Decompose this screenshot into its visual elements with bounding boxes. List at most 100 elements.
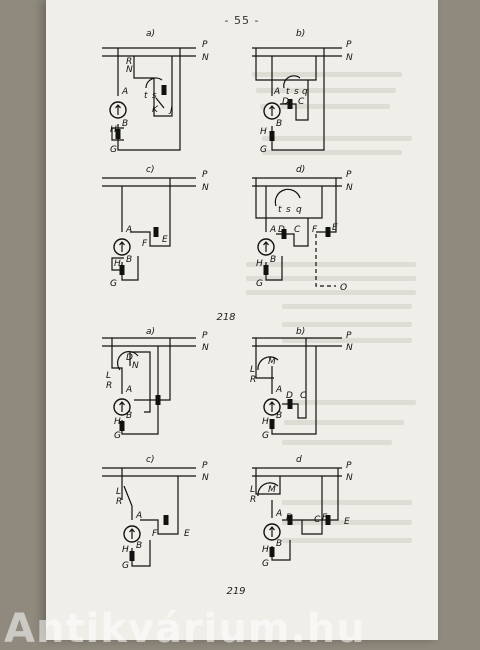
svg-text:L: L bbox=[250, 485, 255, 495]
svg-text:H: H bbox=[114, 417, 121, 427]
svg-text:A: A bbox=[121, 87, 128, 97]
svg-text:t: t bbox=[278, 205, 282, 215]
svg-text:C: C bbox=[314, 515, 321, 525]
svg-text:O: O bbox=[340, 283, 347, 293]
svg-text:A: A bbox=[269, 225, 276, 235]
svg-text:P: P bbox=[202, 461, 208, 471]
svg-text:D: D bbox=[278, 225, 285, 235]
svg-text:t: t bbox=[286, 87, 290, 97]
svg-text:F: F bbox=[142, 239, 148, 249]
svg-text:N: N bbox=[126, 65, 133, 75]
svg-text:F: F bbox=[312, 225, 318, 235]
svg-text:P: P bbox=[346, 170, 352, 180]
svg-text:E: E bbox=[184, 529, 190, 539]
svg-text:E: E bbox=[332, 223, 338, 233]
svg-text:H: H bbox=[260, 127, 267, 137]
svg-text:q: q bbox=[296, 205, 302, 215]
svg-text:P: P bbox=[202, 170, 208, 180]
page-number: - 55 - bbox=[224, 14, 260, 27]
svg-text:a): a) bbox=[146, 327, 155, 337]
svg-text:N: N bbox=[202, 343, 209, 353]
svg-text:P: P bbox=[346, 331, 352, 341]
svg-text:G: G bbox=[256, 279, 263, 289]
figure-caption-218: 218 bbox=[216, 312, 236, 323]
svg-text:A: A bbox=[125, 225, 132, 235]
svg-text:B: B bbox=[270, 255, 276, 265]
svg-text:M: M bbox=[268, 357, 276, 367]
svg-text:E: E bbox=[344, 517, 350, 527]
svg-text:s: s bbox=[286, 205, 291, 215]
svg-text:M: M bbox=[268, 485, 276, 495]
diagram-218-c bbox=[102, 177, 196, 281]
svg-text:N: N bbox=[202, 53, 209, 63]
svg-text:s: s bbox=[294, 87, 299, 97]
svg-text:L: L bbox=[250, 365, 255, 375]
svg-text:L: L bbox=[116, 487, 121, 497]
svg-text:B: B bbox=[126, 255, 132, 265]
svg-text:F: F bbox=[152, 529, 158, 539]
svg-text:c): c) bbox=[146, 165, 154, 175]
svg-text:B: B bbox=[276, 411, 282, 421]
svg-text:H: H bbox=[262, 545, 269, 555]
svg-text:E: E bbox=[162, 235, 168, 245]
svg-text:G: G bbox=[262, 559, 269, 569]
svg-text:A: A bbox=[135, 511, 142, 521]
svg-text:F: F bbox=[322, 513, 328, 523]
svg-text:H: H bbox=[122, 545, 129, 555]
svg-text:P: P bbox=[346, 40, 352, 50]
diagram-219-d bbox=[252, 467, 342, 561]
book-page: - 55 - bbox=[46, 0, 438, 640]
svg-text:q: q bbox=[302, 87, 308, 97]
svg-text:t: t bbox=[144, 91, 148, 101]
figure-caption-219: 219 bbox=[226, 586, 246, 597]
watermark: Antikvárium.hu bbox=[4, 606, 366, 650]
svg-text:R: R bbox=[250, 375, 256, 385]
svg-text:A: A bbox=[275, 385, 282, 395]
svg-text:B: B bbox=[122, 119, 128, 129]
svg-text:P: P bbox=[346, 461, 352, 471]
svg-text:H: H bbox=[256, 259, 263, 269]
diagram-218-a bbox=[102, 47, 196, 151]
svg-text:c): c) bbox=[146, 455, 154, 465]
svg-text:N: N bbox=[132, 361, 139, 371]
svg-text:N: N bbox=[346, 473, 353, 483]
svg-text:H: H bbox=[110, 125, 117, 135]
svg-text:s: s bbox=[152, 91, 157, 101]
svg-text:G: G bbox=[110, 279, 117, 289]
svg-text:B: B bbox=[126, 411, 132, 421]
svg-text:G: G bbox=[110, 145, 117, 155]
svg-text:P: P bbox=[202, 40, 208, 50]
svg-text:H: H bbox=[262, 417, 269, 427]
svg-text:N: N bbox=[346, 343, 353, 353]
svg-text:D: D bbox=[282, 97, 289, 107]
svg-text:C: C bbox=[298, 97, 305, 107]
svg-text:A: A bbox=[275, 509, 282, 519]
svg-text:H: H bbox=[114, 259, 121, 269]
svg-text:C: C bbox=[294, 225, 301, 235]
svg-text:D: D bbox=[286, 391, 293, 401]
svg-text:C: C bbox=[300, 391, 307, 401]
svg-text:G: G bbox=[262, 431, 269, 441]
resistor-symbols bbox=[115, 85, 331, 561]
svg-text:D: D bbox=[286, 513, 293, 523]
svg-text:b): b) bbox=[296, 29, 305, 39]
svg-text:a): a) bbox=[146, 29, 155, 39]
svg-text:D: D bbox=[126, 353, 133, 363]
svg-text:A: A bbox=[273, 87, 280, 97]
svg-text:R: R bbox=[106, 381, 112, 391]
svg-text:d: d bbox=[296, 455, 302, 465]
svg-text:L: L bbox=[106, 371, 111, 381]
svg-text:K: K bbox=[152, 105, 159, 115]
svg-text:B: B bbox=[136, 541, 142, 551]
svg-text:P: P bbox=[202, 331, 208, 341]
svg-text:N: N bbox=[346, 53, 353, 63]
svg-text:G: G bbox=[114, 431, 121, 441]
svg-text:B: B bbox=[276, 119, 282, 129]
diagram-219-c bbox=[102, 467, 196, 567]
svg-text:R: R bbox=[250, 495, 256, 505]
svg-text:G: G bbox=[260, 145, 267, 155]
svg-text:N: N bbox=[202, 183, 209, 193]
svg-text:b): b) bbox=[296, 327, 305, 337]
svg-text:R: R bbox=[116, 497, 122, 507]
svg-text:d): d) bbox=[296, 165, 305, 175]
